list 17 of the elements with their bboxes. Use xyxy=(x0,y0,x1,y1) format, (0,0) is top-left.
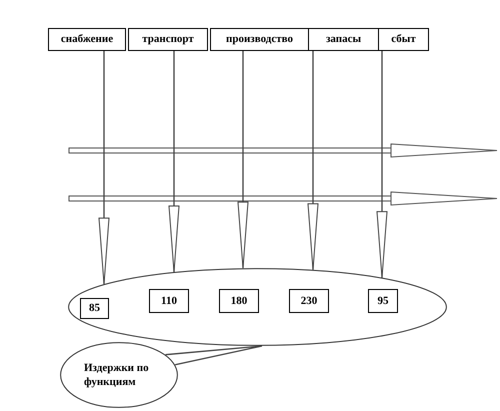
cost-value-box: 95 xyxy=(368,289,398,313)
callout-pointer xyxy=(164,345,263,366)
arrow xyxy=(98,51,110,285)
arrow xyxy=(168,51,180,272)
function-box: запасы xyxy=(308,28,379,51)
function-box: сбыт xyxy=(378,28,429,51)
arrow xyxy=(308,51,318,270)
cost-value-box: 110 xyxy=(149,289,189,313)
cost-value-box: 230 xyxy=(289,289,329,313)
arrow xyxy=(376,51,388,278)
arrow xyxy=(238,51,248,269)
callout-text: Издержки по функциям xyxy=(84,361,150,389)
cost-value-box: 85 xyxy=(80,298,109,319)
function-box: производство xyxy=(210,28,309,51)
cost-value-box: 180 xyxy=(219,289,259,313)
function-box: снабжение xyxy=(48,28,126,51)
function-box: транспорт xyxy=(128,28,208,51)
